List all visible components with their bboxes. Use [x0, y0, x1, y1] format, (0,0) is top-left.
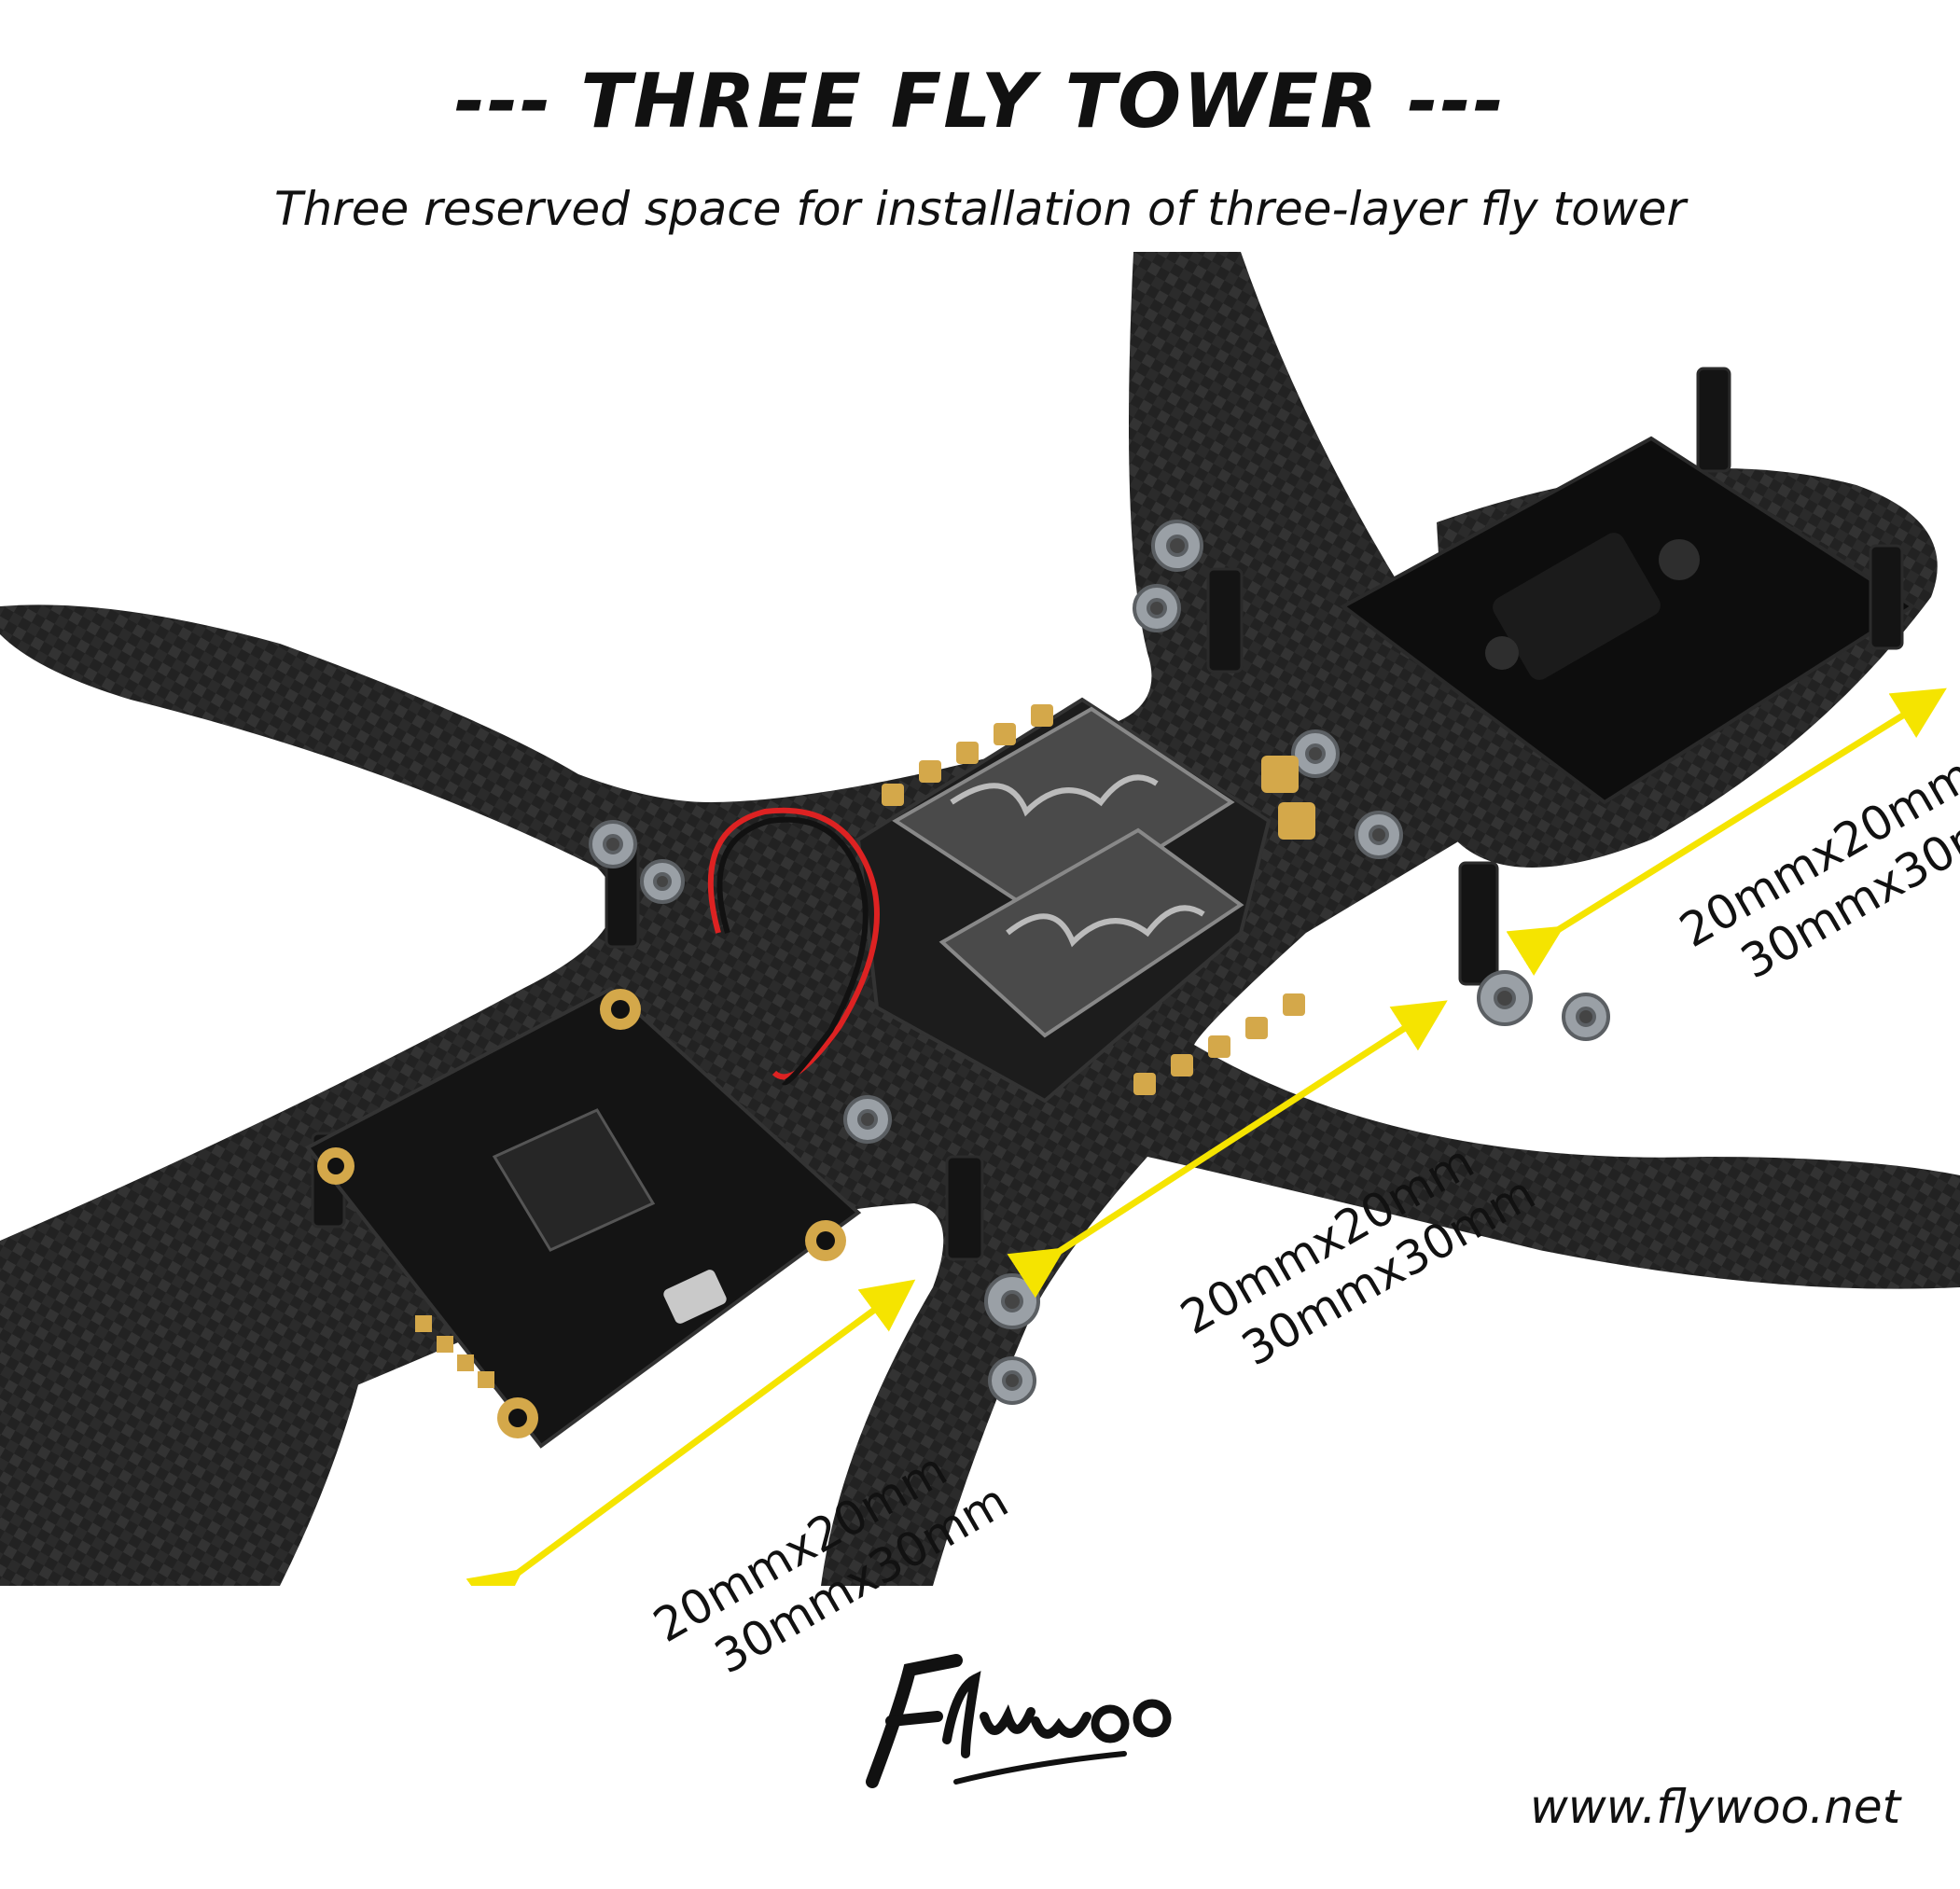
website-url: www.flywoo.net	[1530, 1780, 1901, 1834]
arrow-center	[1007, 1000, 1448, 1299]
flywoo-logo	[866, 1654, 1172, 1788]
arrow-right	[1506, 688, 1947, 976]
page-subtitle: Three reserved space for installation of…	[273, 182, 1687, 236]
page-title: --- THREE FLY TOWER ---	[453, 58, 1507, 145]
wire-loop	[707, 807, 880, 1086]
nuts	[589, 520, 1610, 1405]
top-mount-plate	[1340, 436, 1916, 805]
esc-stack	[855, 697, 1272, 1104]
drone-frame-photo	[0, 252, 1960, 1586]
dimension-arrows	[466, 688, 1947, 1586]
arrow-left	[466, 1279, 916, 1586]
